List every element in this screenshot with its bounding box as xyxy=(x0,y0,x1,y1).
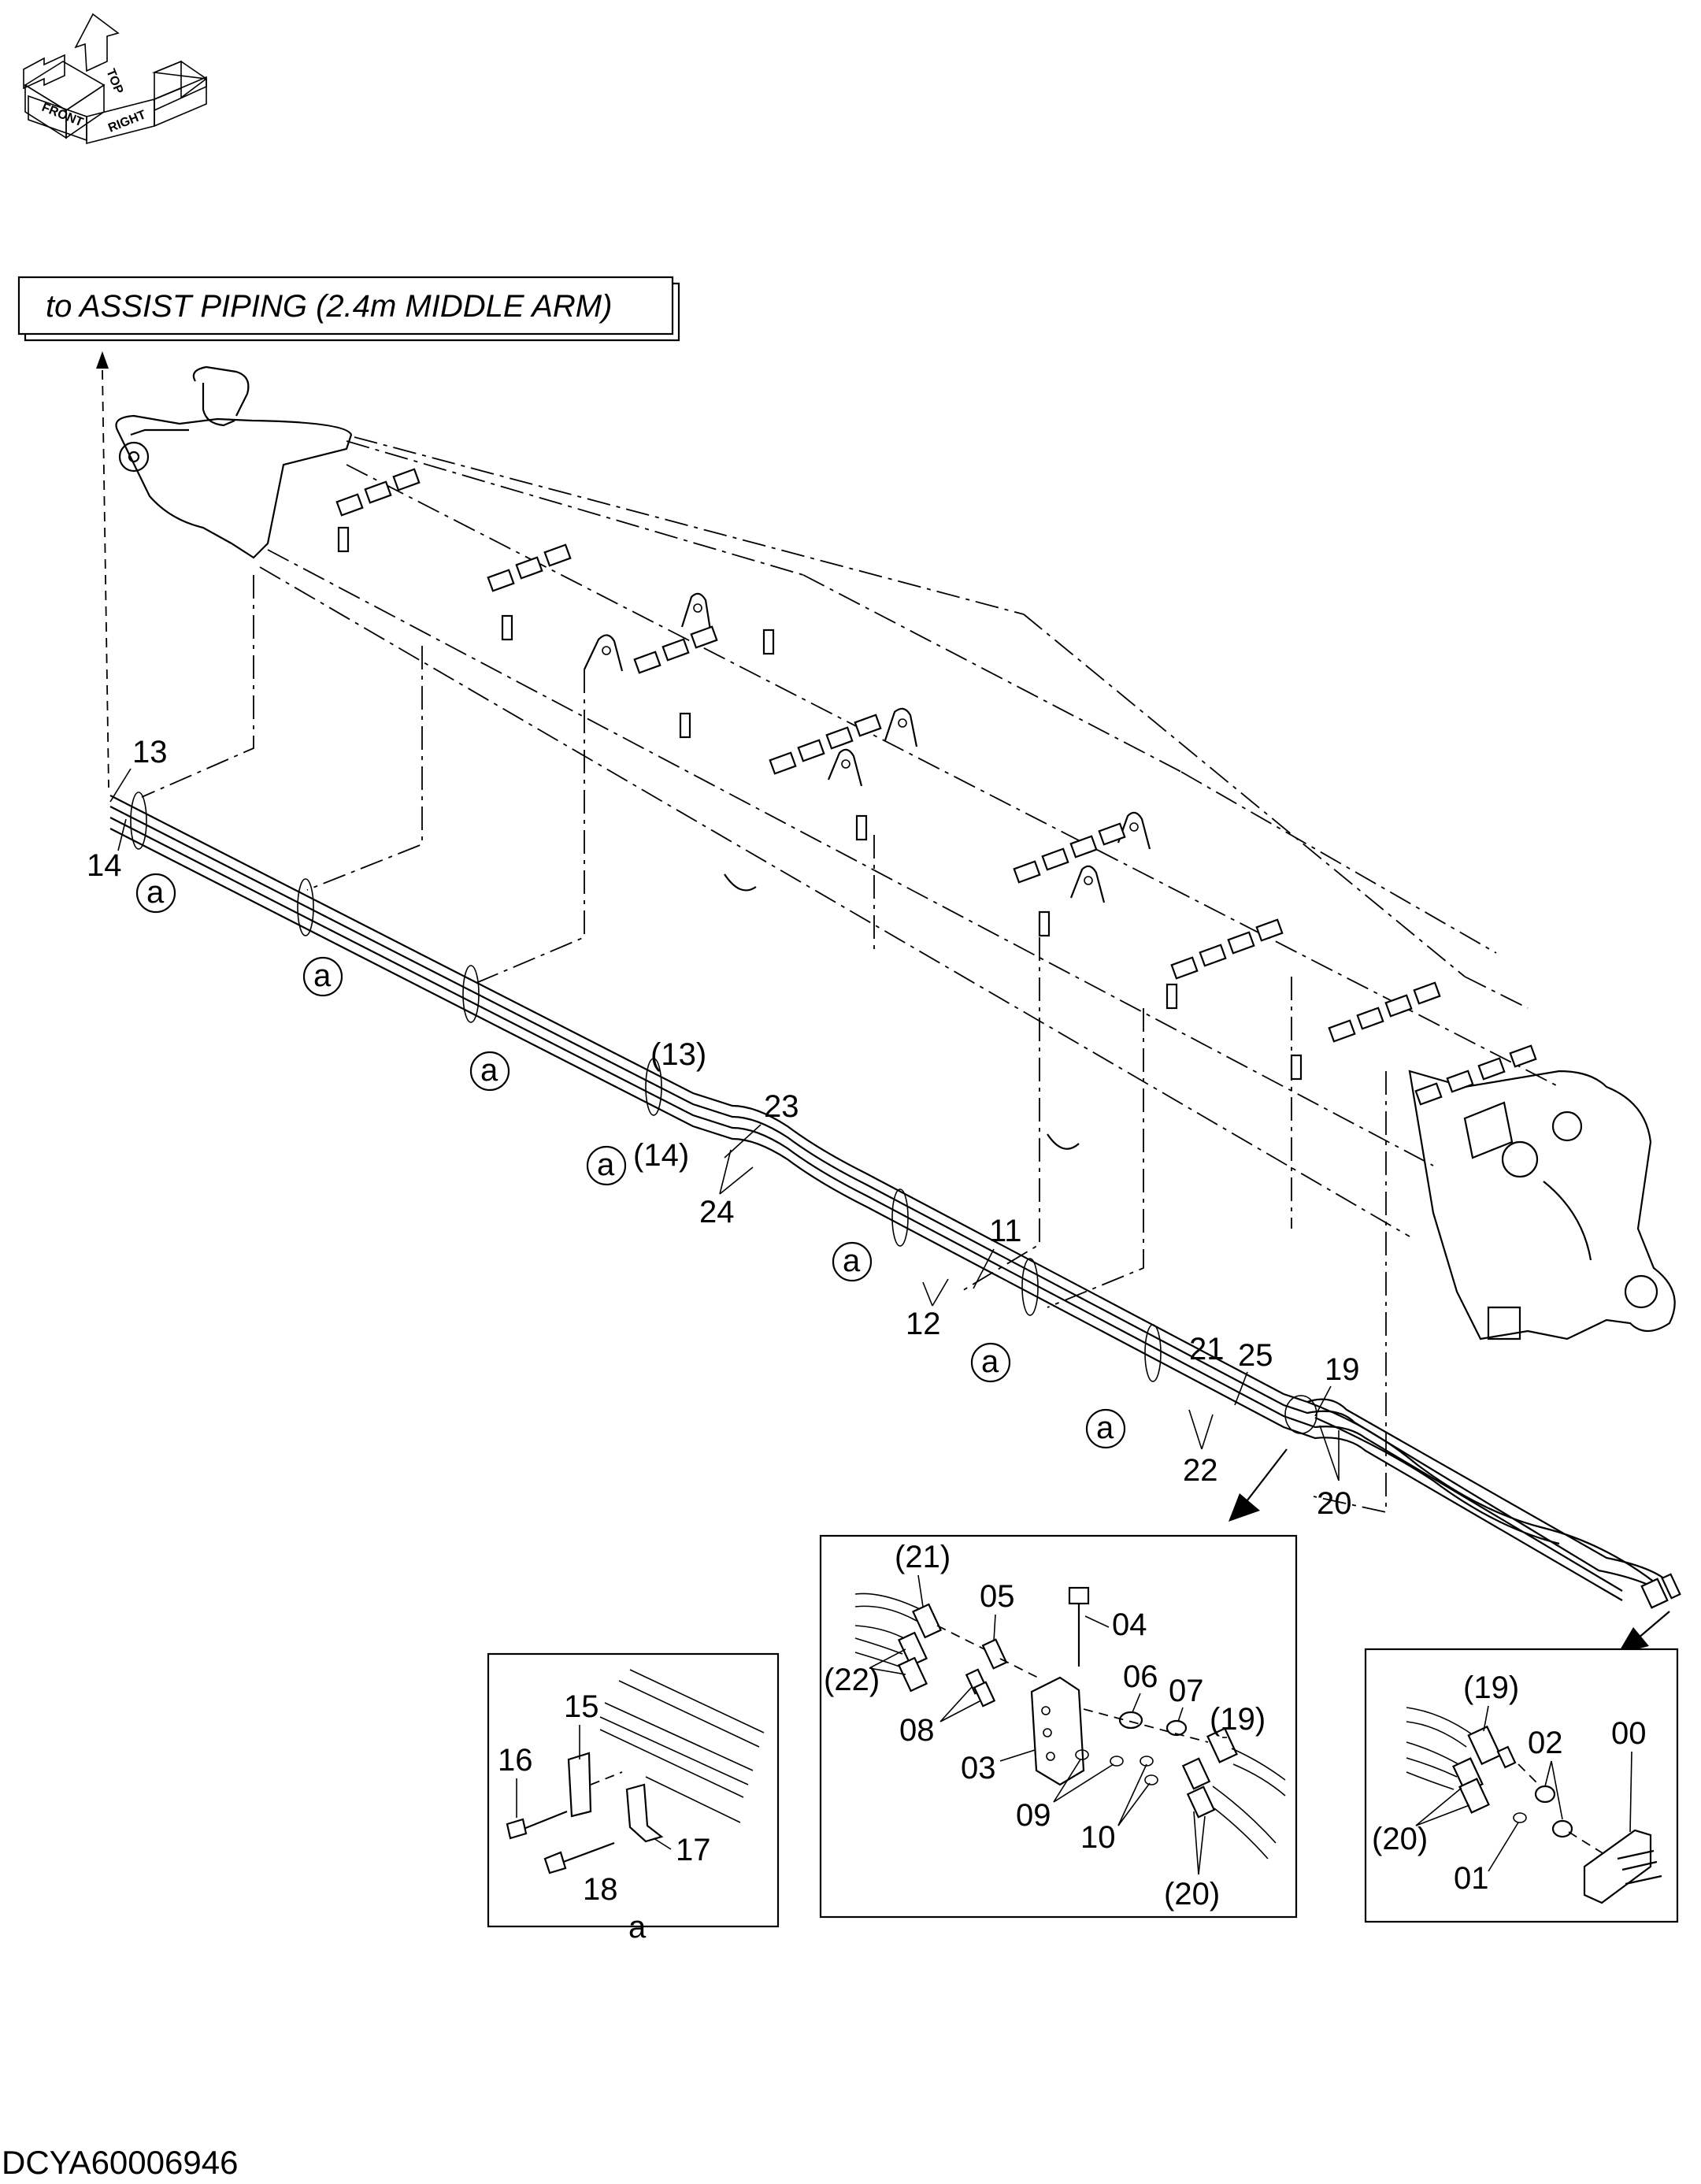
center-label-21: (21) xyxy=(895,1540,951,1574)
clamp-label-18: 18 xyxy=(583,1872,618,1907)
ref-a-5: a xyxy=(843,1244,861,1278)
center-label-08: 08 xyxy=(899,1713,935,1748)
label-20: 20 xyxy=(1317,1486,1352,1521)
ref-a-1: a xyxy=(146,875,165,910)
arrow-up-icon xyxy=(74,13,120,72)
detail-a-references: a a a a a a a xyxy=(135,873,1126,1449)
end-label-02: 02 xyxy=(1528,1726,1563,1760)
label-22: 22 xyxy=(1183,1453,1218,1488)
center-label-19: (19) xyxy=(1210,1702,1266,1737)
main-part-labels: 13 14 (13) (14) 23 24 11 12 21 25 19 22 … xyxy=(87,735,1360,1521)
pipe-clamps xyxy=(130,792,1317,1434)
drawing-code: DCYA60006946 xyxy=(2,2144,238,2181)
ref-a-4: a xyxy=(597,1148,615,1182)
orientation-top-label: TOP xyxy=(103,67,125,96)
arm-structure xyxy=(115,365,1676,1340)
center-label-10: 10 xyxy=(1080,1820,1116,1855)
label-21: 21 xyxy=(1189,1332,1225,1366)
label-13: 13 xyxy=(132,735,168,769)
center-label-09: 09 xyxy=(1016,1798,1051,1833)
ref-a-2: a xyxy=(313,959,332,993)
center-label-05: 05 xyxy=(980,1579,1015,1614)
center-label-03: 03 xyxy=(961,1751,996,1785)
clamp-label-15: 15 xyxy=(564,1689,599,1724)
label-12: 12 xyxy=(906,1307,941,1341)
callout-box: to ASSIST PIPING (2.4m MIDDLE ARM) xyxy=(17,276,680,342)
callout-text: to ASSIST PIPING (2.4m MIDDLE ARM) xyxy=(46,289,612,324)
detail-box-end: (19) 02 00 (20) 01 xyxy=(1364,1648,1679,1923)
label-11: 11 xyxy=(989,1214,1022,1248)
detail-box-center: (21) 05 04 06 07 (19) (22) 08 03 09 10 (… xyxy=(819,1534,1298,1919)
orientation-right-label: RIGHT xyxy=(106,108,148,135)
ref-a-7: a xyxy=(1096,1411,1114,1445)
label-24: 24 xyxy=(699,1195,735,1229)
end-label-19: (19) xyxy=(1463,1670,1519,1705)
label-13-paren: (13) xyxy=(650,1037,706,1072)
ref-a-6: a xyxy=(981,1344,999,1379)
clamp-label-17: 17 xyxy=(676,1833,711,1867)
end-label-20: (20) xyxy=(1372,1822,1428,1856)
detail-box-clamp: 15 16 17 18 a xyxy=(487,1652,780,1945)
callout-arrow xyxy=(96,351,109,788)
leader-lines xyxy=(141,575,1387,1514)
label-23: 23 xyxy=(764,1089,799,1124)
center-label-07: 07 xyxy=(1169,1674,1204,1708)
clamp-caption-a: a xyxy=(628,1910,647,1945)
label-14-paren: (14) xyxy=(633,1138,689,1173)
end-label-00: 00 xyxy=(1611,1716,1647,1751)
label-14: 14 xyxy=(87,848,122,883)
clamp-label-16: 16 xyxy=(498,1743,533,1778)
center-label-06: 06 xyxy=(1123,1659,1158,1694)
label-25: 25 xyxy=(1238,1338,1273,1373)
center-label-04: 04 xyxy=(1112,1607,1147,1642)
end-label-01: 01 xyxy=(1454,1861,1489,1896)
orientation-cube-icon: FRONT RIGHT TOP xyxy=(23,13,208,145)
pipe-bundle xyxy=(109,795,1681,1609)
arrow-right-icon xyxy=(151,60,208,112)
center-label-20: (20) xyxy=(1164,1877,1220,1911)
label-19: 19 xyxy=(1325,1352,1360,1387)
ref-a-3: a xyxy=(480,1053,498,1088)
pointer-triangle-icon xyxy=(1228,1448,1670,1654)
arrow-left-icon xyxy=(23,54,65,90)
clip-row xyxy=(335,468,1537,1106)
